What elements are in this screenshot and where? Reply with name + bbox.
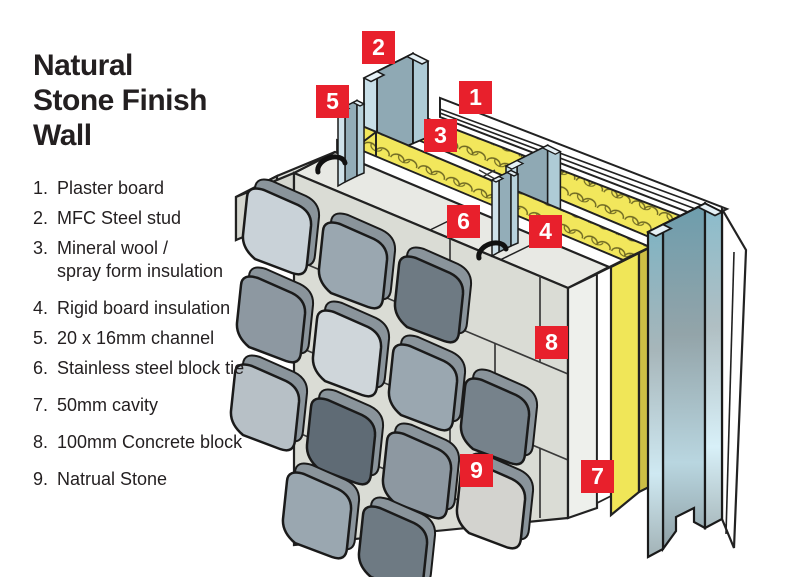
legend-label: Rigid board insulation [57,298,231,319]
text-panel: Natural Stone Finish Wall 1. Plaster boa… [33,48,273,500]
legend-item-7: 7. 50mm cavity [33,396,273,414]
plasterboard-layers [439,96,748,549]
steel-stud-end [645,201,725,559]
legend-item-8: 8. 100mm Concrete block [33,433,273,451]
legend-num: 5. [33,328,49,349]
legend-label: Plaster board [57,178,165,199]
svg-text:5: 5 [326,88,339,114]
page-title: Natural Stone Finish Wall [33,48,273,153]
badge-3: 3 [424,119,457,152]
badge-1: 1 [459,81,492,114]
svg-text:6: 6 [457,208,470,234]
legend-num: 7. [33,395,49,416]
legend-num: 6. [33,358,49,379]
concrete-end-face [566,272,599,520]
badge-8: 8 [535,326,568,359]
title-line-3: Wall [33,119,92,153]
legend-item-1: 1. Plaster board [33,179,273,197]
legend-label: 50mm cavity [57,395,159,416]
legend-label: MFC Steel stud [57,208,182,229]
badge-7: 7 [581,460,614,493]
legend-label: Stainless steel block tie [57,358,245,379]
legend: 1. Plaster board 2. MFC Steel stud 3. Mi… [33,179,273,488]
title-line-2: Stone Finish [33,84,208,118]
block-tie-wire [476,240,509,261]
legend-label: 20 x 16mm channel [57,328,215,349]
legend-num: 9. [33,469,49,490]
title-line-1: Natural [33,49,133,82]
legend-num: 2. [33,208,49,229]
legend-item-9: 9. Natrual Stone [33,470,273,488]
legend-label-line2: spray form insulation [57,261,224,282]
svg-text:2: 2 [372,34,385,60]
badge-2: 2 [362,31,395,64]
svg-text:4: 4 [539,218,552,244]
legend-item-2: 2. MFC Steel stud [33,209,273,227]
legend-label: Mineral wool / [57,238,169,259]
badge-9: 9 [460,454,493,487]
legend-item-5: 5. 20 x 16mm channel [33,329,273,347]
badge-6: 6 [447,205,480,238]
badge-5: 5 [316,85,349,118]
legend-item-6: 6. Stainless steel block tie [33,359,273,377]
svg-text:7: 7 [591,463,604,489]
legend-item-4: 4. Rigid board insulation [33,299,273,317]
rigid-board-end [609,245,653,518]
legend-label: 100mm Concrete block [57,432,243,453]
svg-text:9: 9 [470,457,483,483]
svg-text:1: 1 [469,84,482,110]
svg-text:3: 3 [434,122,447,148]
block-tie-wire [315,154,348,175]
legend-num: 1. [33,178,49,199]
legend-num: 4. [33,298,49,319]
badges: 2 5 1 3 6 4 8 9 [316,31,614,493]
badge-4: 4 [529,215,562,248]
svg-text:8: 8 [545,329,558,355]
legend-num: 3. [33,238,49,259]
legend-num: 8. [33,432,49,453]
channel-and-ties [315,99,519,261]
legend-label: Natrual Stone [57,469,168,490]
legend-item-3: 3. Mineral wool / [33,239,273,257]
